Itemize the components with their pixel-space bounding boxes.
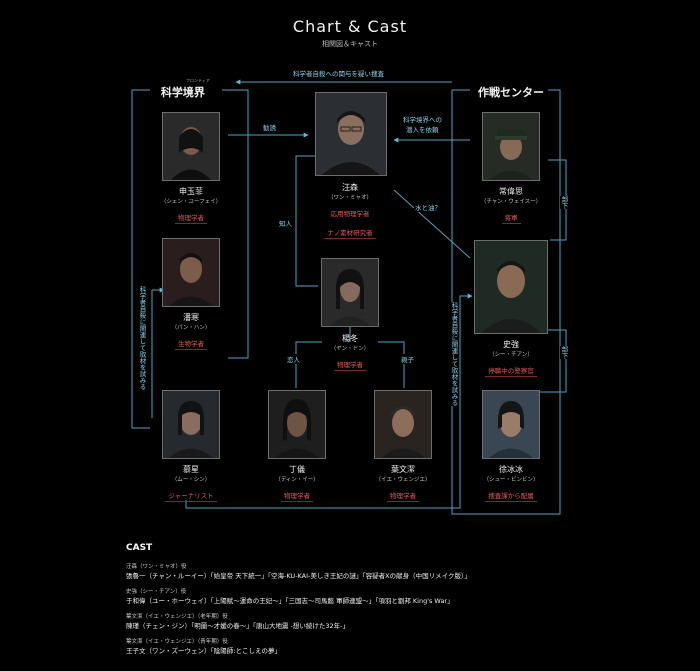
role-chang: 将軍	[501, 213, 521, 224]
person-card-pan[interactable]: 潘寒 （パン・ハン） 生物学者	[146, 238, 236, 350]
name-chang: 常偉思	[499, 187, 523, 196]
person-card-xu[interactable]: 徐冰冰 （シュー・ビンビン） 捜査課から配属	[466, 390, 556, 502]
edge-infiltrate-1: 科学境界への	[402, 114, 443, 124]
cast-role: 葉文潔（イエ・ウェンジエ）（老年期）役	[126, 614, 228, 620]
role-wang-2: ナノ素材研究者	[324, 228, 376, 239]
portrait-ding	[268, 390, 326, 459]
cast-role: 葉文潔（イエ・ウェンジエ）（青年期）役	[126, 639, 228, 645]
person-card-mu[interactable]: 慕星 （ムー・シン） ジャーナリスト	[146, 390, 236, 502]
role-yang: 物理学者	[334, 360, 366, 371]
portrait-shen	[162, 112, 220, 181]
name-pan: 潘寒	[183, 313, 199, 322]
cast-entry: 史強（シー・チアン）役 于和偉（ユー・ホーウェイ）「上陽賦～運命の王妃～」「三国…	[126, 587, 646, 605]
person-card-yang[interactable]: 楊冬 （ヤン・ドン） 物理学者	[305, 258, 395, 371]
edge-subordinate-1: 部下	[560, 196, 568, 209]
person-card-wang[interactable]: 汪森 （ワン・ミャオ） 応用物理学者 ナノ素材研究者	[305, 92, 395, 239]
reading-xu: （シュー・ビンビン）	[483, 477, 539, 483]
name-ye: 葉文潔	[391, 465, 415, 474]
name-wang: 汪森	[342, 183, 358, 192]
role-mu: ジャーナリスト	[165, 491, 217, 502]
ops-group-frame	[451, 89, 561, 515]
name-yang: 楊冬	[342, 334, 358, 343]
portrait-ye	[374, 390, 432, 459]
reading-pan: （パン・ハン）	[171, 325, 211, 331]
edge-subordinate-2: 部下	[560, 346, 568, 359]
cast-role: 汪森（ワン・ミャオ）役	[126, 564, 187, 570]
person-card-ding[interactable]: 丁儀 （ディン・イー） 物理学者	[252, 390, 342, 502]
edge-suspicion: 科学者自殺への関与を疑い捜査	[292, 68, 385, 78]
name-ding: 丁儀	[289, 465, 305, 474]
person-card-shi[interactable]: 史強 （シー・チアン） 停職中の警察官	[466, 240, 556, 377]
edge-invite: 勧誘	[262, 122, 277, 132]
edge-infiltrate-2: 潜入を依頼	[405, 124, 440, 134]
role-ding: 物理学者	[281, 491, 313, 502]
name-shi: 史強	[503, 340, 519, 349]
reading-ye: （イエ・ウェンジエ）	[375, 477, 431, 483]
reading-yang: （ヤン・ドン）	[330, 346, 370, 352]
name-mu: 慕星	[183, 465, 199, 474]
edge-water-oil: 水と油？	[414, 202, 442, 212]
portrait-wang	[315, 92, 387, 176]
role-shi: 停職中の警察官	[485, 366, 537, 377]
reading-shi: （シー・チアン）	[489, 352, 533, 358]
cast-list: 汪森（ワン・ミャオ）役 張魯一（チャン・ルーイー）「始皇帝 天下統一」「空海-K…	[126, 562, 646, 655]
cast-actor: 于和偉（ユー・ホーウェイ）「上陽賦～運命の王妃～」「三国志～司馬懿 軍師連盟～」…	[126, 597, 454, 605]
edge-lover: 恋人	[286, 354, 301, 364]
portrait-mu	[162, 390, 220, 459]
person-card-ye[interactable]: 葉文潔 （イエ・ウェンジエ） 物理学者	[358, 390, 448, 502]
cast-actor: 王子文（ワン・ズーウェン）「陰陽師:とこしえの夢」	[126, 647, 281, 655]
edge-research-left: 科学者自殺に関連して取材を試みる	[138, 286, 146, 390]
cast-role: 史強（シー・チアン）役	[126, 589, 187, 595]
person-card-chang[interactable]: 常偉思 （チャン・ウェイスー） 将軍	[466, 112, 556, 224]
science-group-frame	[131, 89, 150, 429]
portrait-shi	[474, 240, 548, 334]
science-group-name: 科学境界	[156, 84, 210, 100]
page-subtitle: 相関図＆キャスト	[322, 40, 378, 48]
role-pan: 生物学者	[175, 339, 207, 350]
person-card-shen[interactable]: 申玉菲 （シェン・ユーフェイ） 物理学者	[146, 112, 236, 224]
cast-actor: 陳瑾（チェン・ジン）「明蘭～才媛の春～」「唐山大地震 -想い続けた32年-」	[126, 622, 350, 630]
edge-research-right: 科学者自殺に関連して取材を試みる	[450, 302, 458, 406]
cast-entry: 汪森（ワン・ミャオ）役 張魯一（チャン・ルーイー）「始皇帝 天下統一」「空海-K…	[126, 562, 646, 580]
reading-ding: （ディン・イー）	[275, 477, 319, 483]
reading-wang: （ワン・ミャオ）	[327, 195, 372, 201]
cast-actor: 張魯一（チャン・ルーイー）「始皇帝 天下統一」「空海-KU-KAI-美しき王妃の…	[126, 572, 471, 580]
name-xu: 徐冰冰	[499, 465, 523, 474]
role-xu: 捜査課から配属	[485, 491, 537, 502]
science-group-label: フロンティア 科学境界	[156, 78, 210, 100]
role-shen: 物理学者	[175, 213, 207, 224]
page-title: Chart & Cast	[292, 17, 408, 36]
portrait-pan	[162, 238, 220, 307]
ops-group-label: 作戦センター	[474, 84, 548, 100]
cast-heading: CAST	[126, 543, 153, 553]
science-group-ruby: フロンティア	[186, 78, 210, 83]
portrait-xu	[482, 390, 540, 459]
portrait-yang	[321, 258, 379, 327]
edge-acquaint: 知人	[278, 218, 293, 228]
cast-entry: 葉文潔（イエ・ウェンジエ）（青年期）役 王子文（ワン・ズーウェン）「陰陽師:とこ…	[126, 637, 646, 655]
edge-parent: 親子	[400, 354, 415, 364]
role-wang-1: 応用物理学者	[330, 210, 370, 218]
role-ye: 物理学者	[387, 491, 419, 502]
reading-shen: （シェン・ユーフェイ）	[160, 199, 222, 205]
name-shen: 申玉菲	[179, 187, 203, 196]
reading-chang: （チャン・ウェイスー）	[480, 199, 542, 205]
cast-entry: 葉文潔（イエ・ウェンジエ）（老年期）役 陳瑾（チェン・ジン）「明蘭～才媛の春～」…	[126, 612, 646, 630]
reading-mu: （ムー・シン）	[171, 477, 211, 483]
portrait-chang	[482, 112, 540, 181]
